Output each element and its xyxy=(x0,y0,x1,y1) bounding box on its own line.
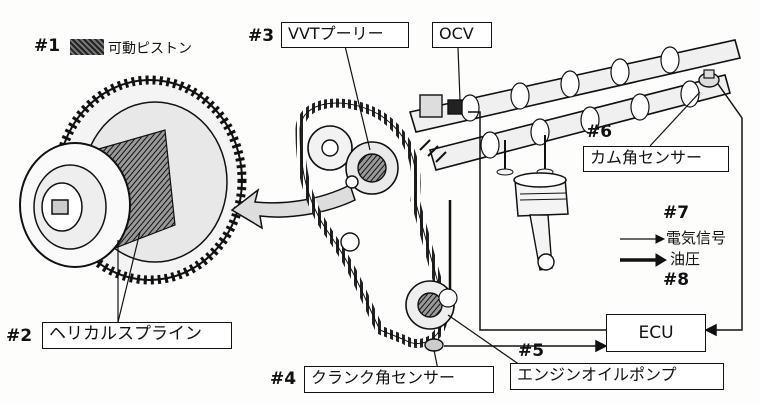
label-n2: #2 xyxy=(6,326,33,346)
label-n3: #3 xyxy=(248,26,275,46)
label-n4: #4 xyxy=(270,369,297,389)
label-n1: #1 xyxy=(34,36,61,56)
label-n6: #6 xyxy=(586,122,613,142)
legend-arrows xyxy=(620,234,667,267)
label-n7: #7 xyxy=(663,203,690,223)
helical-spline-box: ヘリカルスプライン xyxy=(42,322,232,349)
label-n5: #5 xyxy=(518,341,545,361)
vvt-pulley-box: VVTプーリー xyxy=(281,22,409,48)
hatch-swatch xyxy=(70,39,104,55)
label-n8: #8 xyxy=(663,270,690,290)
piston-valves xyxy=(496,135,569,271)
ecu-box: ECU xyxy=(606,314,706,352)
oil-pump-box: エンジンオイルポンプ xyxy=(510,363,724,390)
vvt-pulley-detail xyxy=(19,75,247,323)
piston-text: 可動ピストン xyxy=(108,41,192,57)
ocv-box: OCV xyxy=(432,22,492,48)
detail-arrow xyxy=(230,183,356,230)
cam-sensor xyxy=(698,69,720,88)
legend-electric-signal: 電気信号 xyxy=(666,229,727,247)
crank-sensor-box: クランク角センサー xyxy=(304,366,494,393)
timing-belt-assembly xyxy=(295,98,458,352)
cam-sensor-box: カム角センサー xyxy=(583,146,729,172)
piston-label: 可動ピストン xyxy=(70,39,192,56)
signal-lines xyxy=(344,45,743,371)
legend-oil-pressure: 油圧 xyxy=(670,250,701,268)
